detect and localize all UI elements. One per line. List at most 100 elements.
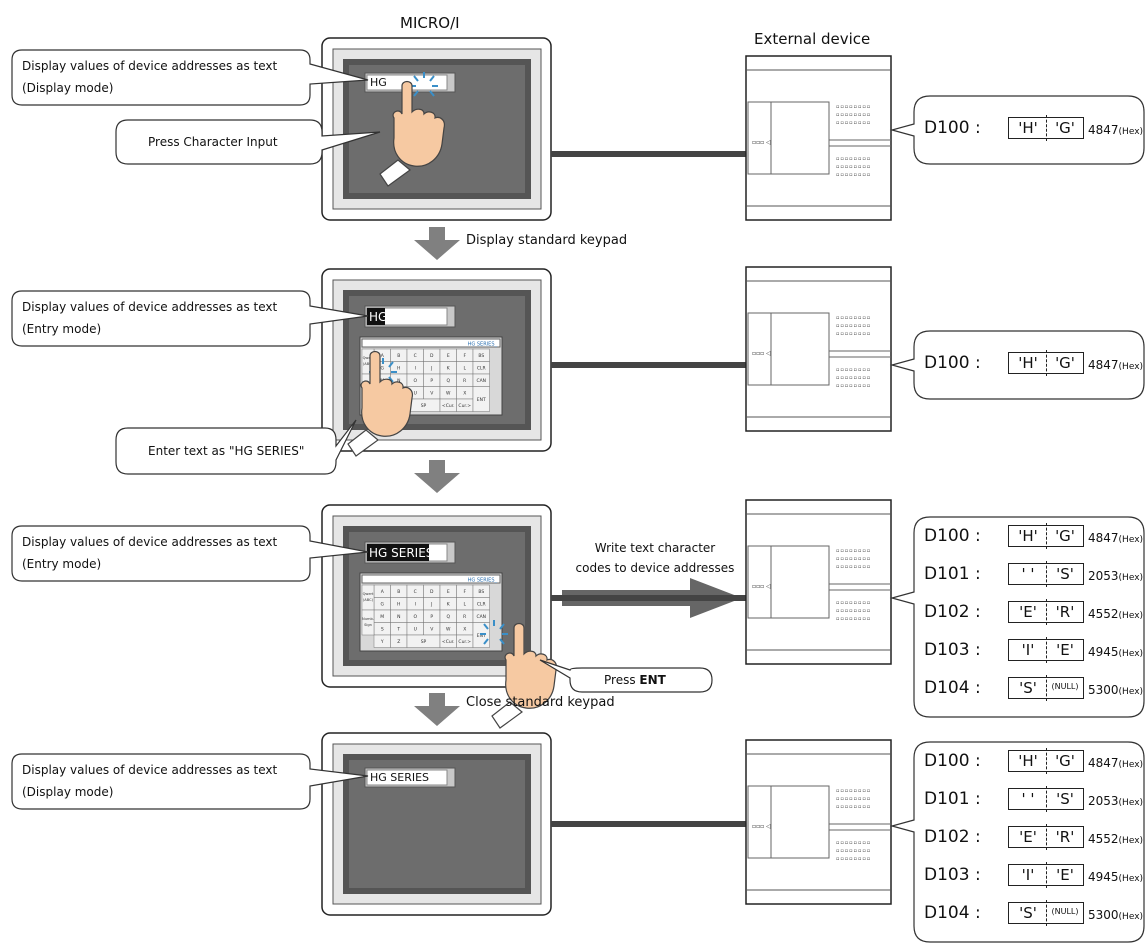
keypad-key: U <box>414 391 417 397</box>
register-high-byte: 'I' <box>1021 641 1035 659</box>
keypad-key: A <box>381 353 385 359</box>
action-callout-3: Press ENT <box>604 673 666 687</box>
register-low-byte: 'E' <box>1056 866 1074 884</box>
keypad-side-key: Qwert <box>363 356 374 360</box>
register-high-byte: ' ' <box>1021 790 1035 808</box>
action-callout-1: Press Character Input <box>148 135 278 149</box>
register-address: D101 : <box>924 789 981 809</box>
register-hex-value: 5300(Hex) <box>1088 908 1144 922</box>
keypad-entry-text: HG SERIES_ <box>468 342 498 348</box>
register-low-byte: 'R' <box>1055 828 1075 846</box>
register-bytes-box: 'E''R' <box>1008 599 1084 625</box>
keypad-key: F <box>463 353 466 359</box>
register-low-byte: 'E' <box>1056 641 1074 659</box>
keypad-key: D <box>430 589 434 595</box>
keypad-side-key: (ABC) <box>363 362 374 366</box>
register-high-byte: 'H' <box>1018 527 1038 545</box>
external-device-title: External device <box>754 30 871 48</box>
register-high-byte: ' ' <box>1021 565 1035 583</box>
keypad-key: ENT <box>477 397 486 403</box>
action-callout-2: Enter text as "HG SERIES" <box>148 444 305 458</box>
keypad-entry-text: HG SERIES_ <box>468 578 498 584</box>
keypad-key: BS <box>478 353 484 359</box>
keypad-side-key: Numb. <box>362 617 374 621</box>
keypad-key: J <box>430 602 432 608</box>
step-label-1: Display standard keypad <box>466 233 628 248</box>
keypad-key: R <box>463 378 466 384</box>
register-address: D100 : <box>924 353 981 373</box>
micro-title: MICRO/I <box>400 14 460 32</box>
register-bytes-box: 'S'(NULL) <box>1008 900 1084 926</box>
external-device-1 <box>745 55 892 221</box>
register-high-byte: 'S' <box>1019 679 1037 697</box>
keypad-key: Cur.> <box>458 403 471 409</box>
register-address: D100 : <box>924 526 981 546</box>
register-low-byte: 'G' <box>1055 527 1075 545</box>
keypad-key: H <box>397 602 400 608</box>
register-row: D103 :'I''E'4945(Hex) <box>914 637 1144 664</box>
keypad-key: <Cur. <box>442 403 455 409</box>
register-row: D103 :'I''E'4945(Hex) <box>914 862 1144 889</box>
keypad-key: N <box>397 614 400 620</box>
keypad-key: R <box>463 614 466 620</box>
keypad-key: C <box>414 589 417 595</box>
register-hex-value: 2053(Hex) <box>1088 569 1144 583</box>
step-arrow-1 <box>414 227 460 260</box>
register-address: D104 : <box>924 678 981 698</box>
register-row: D102 :'E''R'4552(Hex) <box>914 599 1144 626</box>
keypad-key: W <box>446 627 451 633</box>
register-bytes-box: 'H''G' <box>1008 350 1084 376</box>
register-row: D104 :'S'(NULL)5300(Hex) <box>914 675 1144 702</box>
keypad-key: V <box>430 627 434 633</box>
keypad-key: G <box>381 602 385 608</box>
external-device-2 <box>745 266 892 432</box>
keypad-key: I <box>415 602 416 608</box>
text-field-4: HG SERIES <box>370 771 430 784</box>
keypad-key: B <box>397 353 400 359</box>
register-bytes-box: 'I' 'E' <box>1008 637 1084 663</box>
register-high-byte: 'E' <box>1019 828 1037 846</box>
register-bytes-box: 'S'(NULL) <box>1008 675 1084 701</box>
register-row: D100 :'H''G'4847(Hex) <box>914 523 1144 550</box>
register-row: D104 :'S'(NULL)5300(Hex) <box>914 900 1144 927</box>
register-low-byte: 'S' <box>1056 790 1074 808</box>
keypad-side-key: Sign <box>364 623 372 627</box>
keypad-key: O <box>413 378 417 384</box>
register-hex-value: 4847(Hex) <box>1088 123 1144 137</box>
text-field-1: HG <box>370 76 387 89</box>
register-address: D100 : <box>924 751 981 771</box>
register-hex-value: 4847(Hex) <box>1088 756 1144 770</box>
register-address: D102 : <box>924 602 981 622</box>
keypad-key: V <box>430 391 434 397</box>
register-low-byte: (NULL) <box>1051 907 1079 916</box>
register-low-byte: 'R' <box>1055 603 1075 621</box>
keypad-key: A <box>381 589 385 595</box>
keypad-key: <Cur. <box>442 639 455 645</box>
register-row: D101 : ' ' 'S' 2053(Hex) <box>914 786 1144 813</box>
keypad-key: X <box>463 627 466 633</box>
register-hex-value: 2053(Hex) <box>1088 794 1144 808</box>
keypad-key: J <box>430 366 432 372</box>
register-row: D101 :' ''S'2053(Hex) <box>914 561 1144 588</box>
register-low-byte: 'G' <box>1055 119 1075 137</box>
register-hex-value: 4945(Hex) <box>1088 645 1144 659</box>
register-address: D100 : <box>924 118 981 138</box>
step-4-panel <box>321 732 552 916</box>
register-bytes-box: ' ''S' <box>1008 561 1084 587</box>
register-bytes-box: 'H''G' <box>1008 748 1084 774</box>
register-bytes-box: 'H''G' <box>1008 115 1084 141</box>
keypad-key: D <box>430 353 434 359</box>
keypad-key: SP <box>421 403 427 409</box>
keypad-key: M <box>380 614 384 620</box>
step-1-panel <box>321 37 552 221</box>
keypad-key: H <box>397 366 400 372</box>
display-callout-1: Display values of device addresses as te… <box>22 59 278 95</box>
keypad-key: BS <box>478 589 484 595</box>
keypad-key: Y <box>380 639 384 645</box>
keypad-key: T <box>396 627 400 633</box>
keypad-key: Q <box>446 614 450 620</box>
register-row: D100 : 'H''G' 4847(Hex) <box>914 115 1144 142</box>
register-low-byte: 'G' <box>1055 354 1075 372</box>
